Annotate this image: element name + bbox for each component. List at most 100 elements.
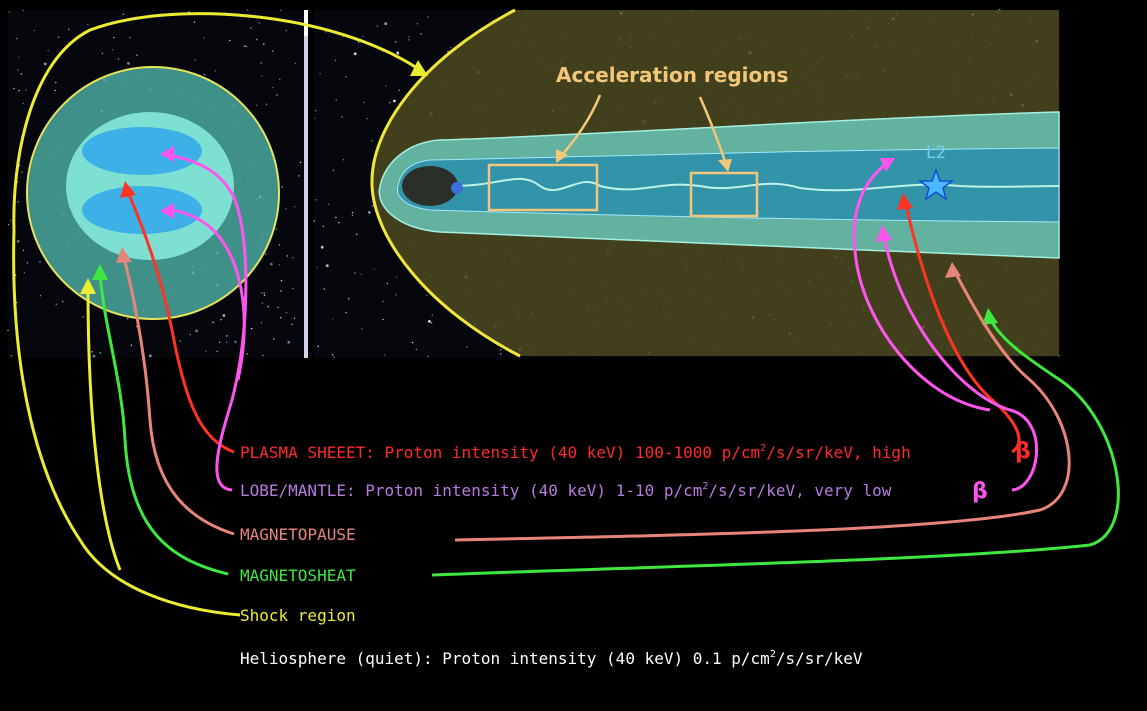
star-dot	[278, 264, 281, 266]
star-dot	[256, 38, 258, 41]
star-dot	[245, 45, 247, 48]
star-dot	[47, 50, 49, 52]
star-dot	[408, 36, 410, 38]
plasma-sheet-label: PLASMA SHEEET: Proton intensity (40 keV)…	[240, 443, 911, 462]
plasma-sheet-arrowhead-left	[120, 181, 136, 198]
star-dot	[315, 199, 317, 201]
star-dot	[335, 99, 337, 101]
heliosphere-label: Heliosphere (quiet): Proton intensity (4…	[240, 649, 863, 668]
plasma-sheet-line	[454, 177, 1060, 192]
star-dot	[18, 89, 20, 92]
star-dot	[395, 276, 398, 278]
star-dot	[33, 29, 36, 32]
star-dot	[382, 318, 384, 321]
star-dot	[323, 288, 326, 290]
star-dot	[7, 224, 10, 226]
star-dot	[466, 346, 468, 348]
star-dot	[218, 341, 221, 344]
lobe-line-right-1	[882, 235, 1038, 492]
star-dot	[351, 214, 354, 216]
star-dot	[82, 316, 84, 318]
star-dot	[273, 338, 275, 340]
star-dot	[222, 314, 226, 317]
plasma-sheet-arrowhead-right	[897, 193, 913, 210]
star-dot	[362, 35, 364, 37]
magnetopause-arrowhead-left	[116, 247, 132, 263]
star-dot	[294, 206, 296, 208]
acceleration-region-2	[689, 171, 759, 218]
lobe-line-left	[167, 153, 248, 492]
star-dot	[386, 282, 389, 285]
star-dot	[299, 161, 302, 164]
star-dot	[292, 256, 294, 259]
star-dot	[260, 322, 263, 324]
star-dot	[87, 23, 89, 26]
shock-region-label: Shock region	[240, 606, 356, 625]
star-dot	[291, 323, 293, 325]
star-dot	[298, 175, 300, 177]
star-dot	[193, 21, 196, 23]
star-dot	[334, 59, 337, 62]
star-dot	[130, 344, 133, 346]
star-dot	[388, 101, 391, 104]
star-dot	[342, 159, 345, 161]
star-dot	[21, 171, 23, 173]
magnetopause-line-right	[454, 271, 1071, 542]
l2-label: L2	[926, 143, 946, 163]
star-dot	[43, 62, 47, 66]
connector-curve	[12, 12, 421, 231]
star-dot	[278, 244, 281, 246]
star-dot	[10, 219, 12, 222]
star-dot	[55, 81, 57, 84]
star-dot	[393, 99, 396, 103]
star-dot	[314, 117, 316, 120]
north-lobe	[82, 127, 202, 175]
star-dot	[39, 295, 42, 297]
star-dot	[276, 94, 278, 96]
star-dot	[351, 211, 354, 214]
star-dot	[280, 317, 282, 319]
magnetosheath-line-right	[431, 317, 1120, 577]
star-dot	[427, 355, 429, 358]
star-dot	[189, 334, 191, 336]
star-dot	[320, 245, 324, 249]
star-dot	[258, 22, 260, 24]
plasma-sheet-beta-symbol: β	[1015, 439, 1031, 464]
star-dot	[205, 350, 207, 352]
star-dot	[385, 85, 387, 87]
star-dot	[396, 51, 400, 55]
accel-arrowhead-1	[556, 149, 568, 163]
star-dot	[243, 45, 246, 47]
star-dot	[325, 264, 329, 268]
star-dot	[18, 56, 20, 58]
star-dot	[214, 70, 216, 72]
star-dot	[450, 46, 452, 49]
lobe-line-right-2	[852, 163, 991, 412]
star-dot	[322, 225, 324, 228]
star-dot	[269, 262, 273, 266]
star-dot	[280, 279, 283, 282]
star-dot	[25, 89, 27, 91]
star-dot	[408, 39, 410, 41]
star-dot	[179, 340, 181, 342]
star-dot	[92, 354, 96, 358]
star-dot	[382, 300, 384, 303]
star-dot	[316, 266, 318, 268]
shock-arrowhead-left	[80, 278, 96, 294]
star-dot	[275, 228, 278, 230]
star-dot	[372, 205, 374, 207]
star-dot	[371, 140, 373, 142]
star-dot	[68, 28, 70, 30]
star-dot	[500, 349, 502, 351]
star-dot	[260, 62, 262, 64]
star-dot	[398, 89, 400, 92]
star-dot	[357, 41, 360, 43]
star-dot	[285, 29, 287, 32]
lobe-arrowhead-right-2	[880, 158, 895, 172]
connector-arrowhead	[410, 60, 428, 76]
star-dot	[428, 320, 431, 323]
star-dot	[129, 36, 131, 39]
lobe-mantle-beta-symbol: β	[972, 479, 988, 504]
star-dot	[13, 87, 15, 90]
star-dot	[55, 303, 57, 305]
